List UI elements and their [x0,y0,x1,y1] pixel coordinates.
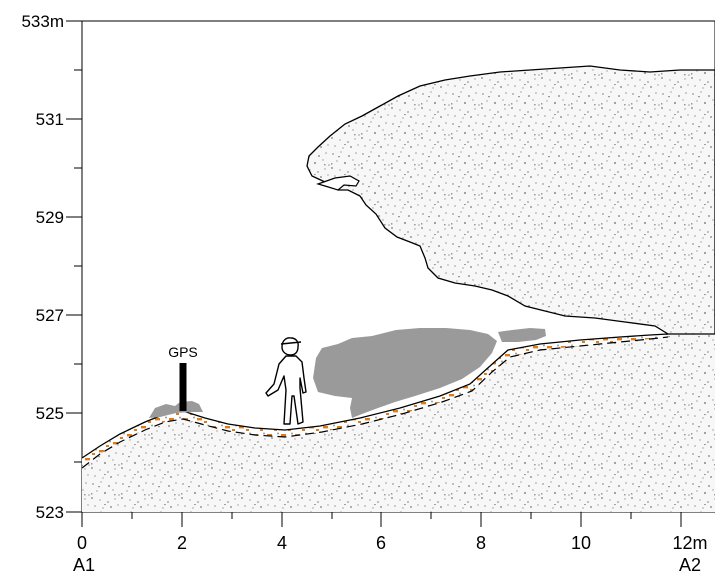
y-tick-label: 527 [36,306,64,325]
layer-boundary-dashed [81,336,669,469]
ground-rock [82,333,715,512]
ground-surface-line [81,333,669,459]
sediment-deposit-large [313,328,497,418]
y-tick-label: 523 [36,503,64,522]
x-tick-label: 2 [177,533,187,553]
x-tick-label: 10 [571,533,591,553]
x-tick-label: 12m [672,533,707,553]
sediment-deposit-ledge [498,328,546,342]
x-axis-ticks [81,512,682,527]
overhang-notch [316,175,360,191]
section-end-left: A1 [73,555,95,575]
x-tick-label: 6 [376,533,386,553]
y-tick-label: 531 [36,110,64,129]
y-tick-label: 529 [36,208,64,227]
human-figure-icon [265,337,307,425]
section-end-right: A2 [679,555,701,575]
x-tick-label: 8 [476,533,486,553]
x-tick-label: 0 [77,533,87,553]
gps-marker-icon [179,363,187,411]
x-tick-label: 4 [277,533,287,553]
y-tick-label: 525 [36,404,64,423]
y-axis-unit-label: 533m [21,12,64,31]
y-axis-ticks [66,20,82,513]
sediment-deposit-small [149,401,203,418]
gps-label: GPS [168,344,198,360]
